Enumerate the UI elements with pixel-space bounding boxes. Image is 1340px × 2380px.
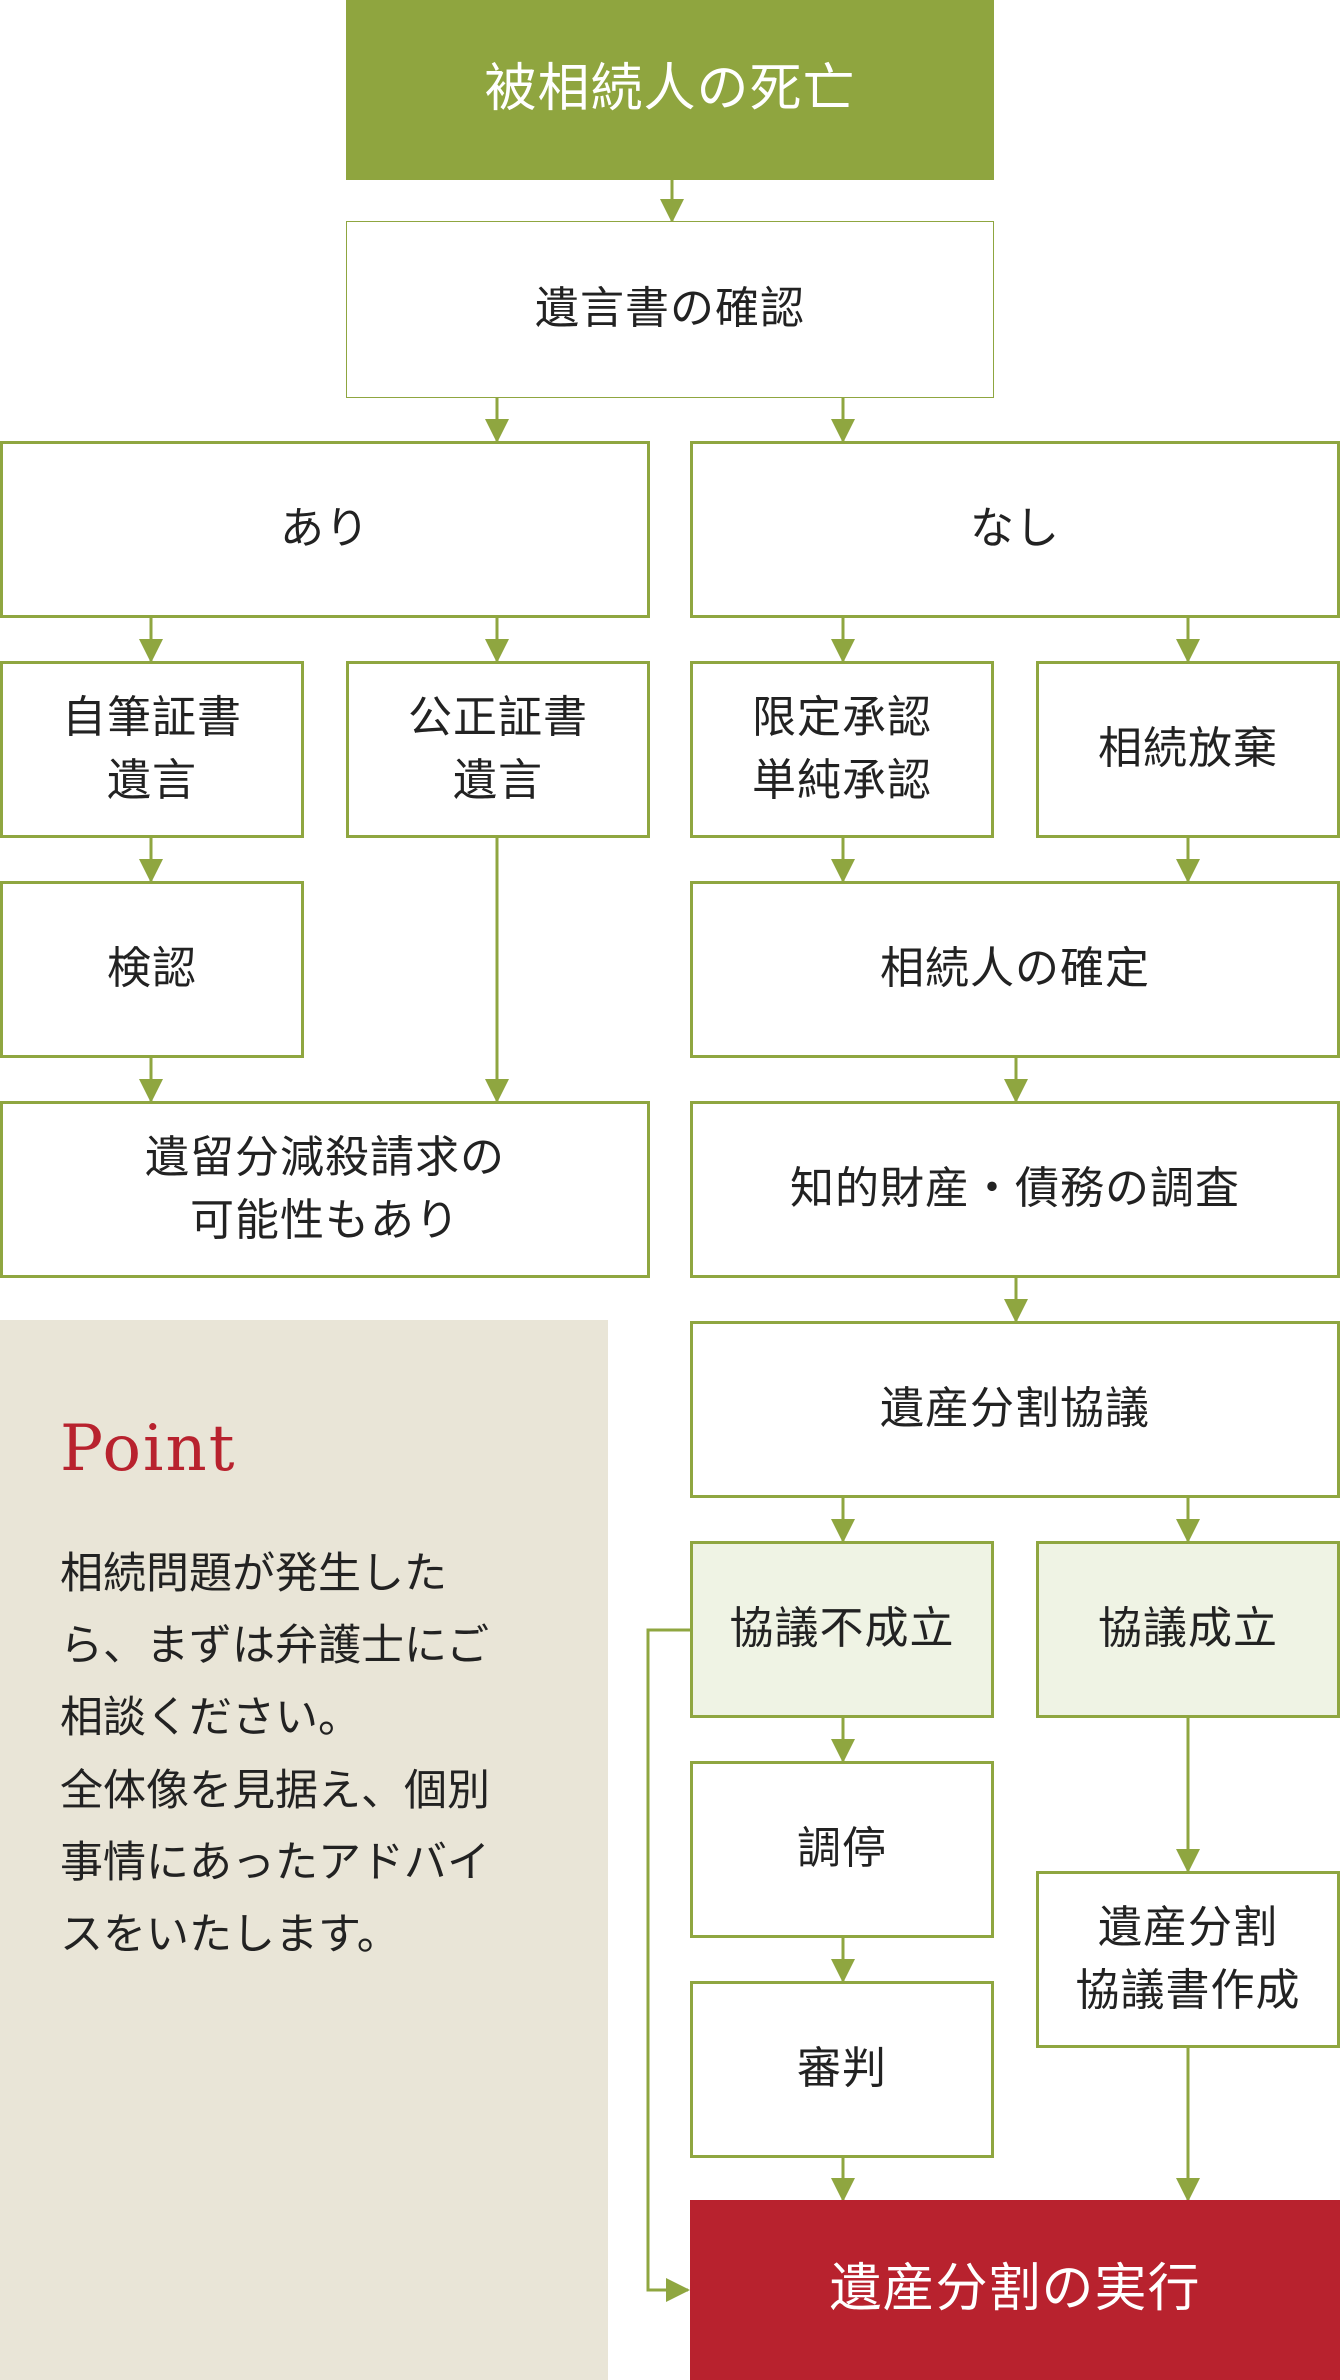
node-judgment: 審判 bbox=[690, 1981, 994, 2158]
point-body: 相続問題が発生した ら、まずは弁護士にご 相談ください。 全体像を見据え、個別 … bbox=[60, 1538, 580, 1971]
node-holographic-will: 自筆証書 遺言 bbox=[0, 661, 304, 838]
node-will-yes: あり bbox=[0, 441, 650, 618]
node-renunciation: 相続放棄 bbox=[1036, 661, 1340, 838]
point-line: 相談ください。 bbox=[60, 1693, 361, 1744]
node-division-agreement-doc: 遺産分割 協議書作成 bbox=[1036, 1871, 1340, 2048]
node-division-execution: 遺産分割の実行 bbox=[690, 2200, 1340, 2380]
node-asset-debt-survey: 知的財産・債務の調査 bbox=[690, 1101, 1340, 1278]
point-title: Point bbox=[60, 1412, 237, 1486]
node-forced-share-claim: 遺留分減殺請求の 可能性もあり bbox=[0, 1101, 650, 1278]
point-line: ら、まずは弁護士にご bbox=[60, 1621, 490, 1672]
node-will-no: なし bbox=[690, 441, 1340, 618]
point-line: 全体像を見据え、個別 bbox=[60, 1765, 490, 1816]
node-division-consultation: 遺産分割協議 bbox=[690, 1321, 1340, 1498]
point-line: スをいたします。 bbox=[60, 1910, 400, 1961]
node-heir-confirmation: 相続人の確定 bbox=[690, 881, 1340, 1058]
node-death: 被相続人の死亡 bbox=[346, 0, 994, 180]
node-notarial-will: 公正証書 遺言 bbox=[346, 661, 650, 838]
point-panel: Point 相続問題が発生した ら、まずは弁護士にご 相談ください。 全体像を見… bbox=[0, 1320, 608, 2380]
arrow-failed-to-execution bbox=[646, 1628, 692, 2302]
point-line: 相続問題が発生した bbox=[60, 1549, 447, 1599]
node-consultation-success: 協議成立 bbox=[1036, 1541, 1340, 1718]
node-will-check: 遺言書の確認 bbox=[346, 221, 994, 398]
node-mediation: 調停 bbox=[690, 1761, 994, 1938]
node-consultation-failed: 協議不成立 bbox=[690, 1541, 994, 1718]
point-line: 事情にあったアドバイ bbox=[60, 1837, 490, 1888]
node-acceptance: 限定承認 単純承認 bbox=[690, 661, 994, 838]
node-probate: 検認 bbox=[0, 881, 304, 1058]
